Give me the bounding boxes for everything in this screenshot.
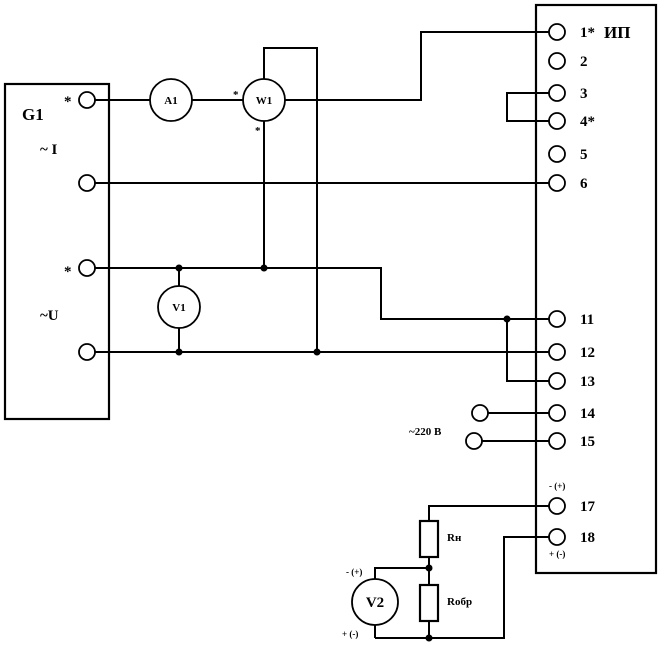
ip-terminal-18 xyxy=(548,528,566,546)
ip-terminal-14 xyxy=(548,404,566,422)
ip-terminal-1 xyxy=(548,23,566,41)
wire-term17-rn xyxy=(428,505,549,521)
resistor-robr xyxy=(418,583,440,623)
wattmeter-label: W1 xyxy=(256,95,273,107)
g1-terminal-current-star xyxy=(78,91,96,109)
wattmeter-circle xyxy=(242,78,286,122)
ip-label-3: 3 xyxy=(580,86,588,102)
ip-label-17: 17 xyxy=(580,499,596,515)
ip-terminal-3 xyxy=(548,84,566,102)
supply-terminal-b xyxy=(465,432,483,450)
jumper-3-4 xyxy=(506,92,549,122)
device-box xyxy=(534,3,658,575)
ip-label-2: 2 xyxy=(580,54,588,70)
resistor-rn-label: Rн xyxy=(447,532,462,544)
voltmeter2-circle xyxy=(351,578,399,626)
ip-label-4: 4* xyxy=(580,114,595,130)
junction-rn-robr xyxy=(425,564,433,572)
generator-current-label: ~ I xyxy=(40,142,58,158)
term17-polarity: - (+) xyxy=(549,481,565,491)
resistor-rn xyxy=(418,519,440,559)
wire-v2-top xyxy=(374,567,429,583)
wire-w1-loop xyxy=(263,47,318,352)
voltmeter2-label: V2 xyxy=(366,595,384,611)
ip-terminal-4 xyxy=(548,112,566,130)
ip-label-18: 18 xyxy=(580,530,595,546)
ammeter-circle xyxy=(149,78,193,122)
resistor-robr-label: Rобр xyxy=(447,596,472,608)
junction-v1-top xyxy=(175,264,183,272)
device-name: ИП xyxy=(604,23,630,42)
supply-terminal-a xyxy=(471,404,489,422)
ip-terminal-13 xyxy=(548,372,566,390)
g1-terminal-voltage xyxy=(78,343,96,361)
g1-terminal-current xyxy=(78,174,96,192)
ammeter-label: A1 xyxy=(164,95,177,107)
ip-label-12: 12 xyxy=(580,345,595,361)
wire-g1-term11 xyxy=(95,267,549,320)
generator-voltage-label: ~U xyxy=(40,308,59,324)
ip-label-13: 13 xyxy=(580,374,595,390)
junction-v1-bottom xyxy=(175,348,183,356)
v2-top-polarity: - (+) xyxy=(346,567,362,577)
supply-label: ~220 В xyxy=(409,426,442,438)
junction-w1-loop xyxy=(313,348,321,356)
ip-label-11: 11 xyxy=(580,312,594,328)
wire-w1-term1 xyxy=(285,31,549,101)
g1-voltage-polarity: * xyxy=(64,264,72,280)
ip-terminal-6 xyxy=(548,174,566,192)
ip-label-6: 6 xyxy=(580,176,588,192)
wattmeter-voltage-polarity: * xyxy=(255,125,261,137)
ip-terminal-5 xyxy=(548,145,566,163)
generator-box xyxy=(3,82,111,421)
term18-polarity: + (-) xyxy=(549,549,565,559)
wire-bottom-term18 xyxy=(375,536,549,639)
wattmeter-current-polarity: * xyxy=(233,89,239,101)
ip-terminal-12 xyxy=(548,343,566,361)
ip-terminal-2 xyxy=(548,52,566,70)
ip-label-15: 15 xyxy=(580,434,595,450)
ip-label-5: 5 xyxy=(580,147,588,163)
junction-11-13 xyxy=(503,315,511,323)
g1-terminal-voltage-star xyxy=(78,259,96,277)
voltmeter1-circle xyxy=(157,285,201,329)
ip-label-14: 14 xyxy=(580,406,596,422)
ip-terminal-17 xyxy=(548,497,566,515)
voltmeter1-label: V1 xyxy=(172,302,185,314)
g1-current-polarity: * xyxy=(64,94,72,110)
ip-terminal-11 xyxy=(548,310,566,328)
junction-w1-voltage xyxy=(260,264,268,272)
ip-terminal-15 xyxy=(548,432,566,450)
generator-name: G1 xyxy=(22,105,44,124)
wire-11-13 xyxy=(506,319,549,382)
junction-bottom xyxy=(425,634,433,642)
v2-bottom-polarity: + (-) xyxy=(342,629,358,639)
ip-label-1: 1* xyxy=(580,25,595,41)
